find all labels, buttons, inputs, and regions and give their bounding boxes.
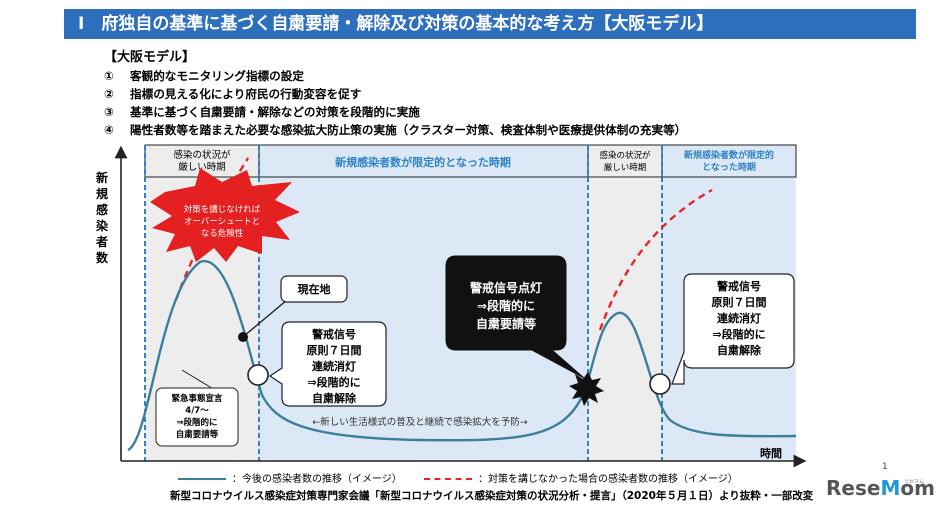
signal-on-burst [569, 372, 604, 406]
starburst-text: オーバーシュートと [184, 217, 260, 227]
y-axis-label-char: 者 [95, 234, 108, 249]
phase-label: 厳しい時期 [178, 161, 226, 173]
infection-curve [127, 260, 797, 452]
y-axis-label-char: 規 [96, 186, 108, 201]
phase-header-box [661, 144, 797, 178]
list-item: ③ 基準に基づく自粛要請・解除などの対策を段階的に実施 [104, 104, 420, 120]
signal-off-text: ⇒段階的に [307, 375, 360, 389]
page-title: Ⅰ 府独自の基準に基づく自粛要請・解除及び対策の基本的な考え方【大阪モデル】 [78, 14, 714, 34]
starburst-text: 対策を講じなければ [184, 204, 261, 215]
current-location-dot [238, 332, 248, 342]
phase-header-box [587, 144, 663, 178]
phase-label: 新規感染者数が限定的となった時期 [335, 155, 511, 169]
new-lifestyle-note: ←新しい生活様式の普及と継続で感染拡大を予防→ [312, 416, 527, 428]
phase-label: 新規感染者数が限定的 [684, 149, 774, 161]
y-axis-label-char: 新 [96, 170, 108, 185]
signal-off-text: 連続消灯 [717, 311, 761, 325]
y-axis-label-char: 数 [96, 250, 109, 265]
item-number: ① [104, 69, 114, 83]
list-item: ④ 陽性者数等を踏まえた必要な感染拡大防止策の実施（クラスター対策、検査体制や医療… [104, 122, 686, 138]
emergency-text: ⇒段階的に [176, 417, 217, 428]
emergency-text: 自粛要請等 [176, 429, 219, 440]
item-number: ③ [104, 105, 114, 119]
logo-text: om [900, 476, 935, 500]
list-item: ② 指標の見える化により府民の行動変容を促す [104, 86, 361, 102]
subheading: 【大阪モデル】 [104, 50, 196, 65]
signal-on-callout [445, 255, 585, 379]
logo-text: Rese [826, 476, 881, 500]
legend-red-swatch [424, 478, 472, 480]
logo-text: M [880, 476, 901, 500]
phase-area-severe-2 [588, 145, 662, 461]
emergency-text: 4/7～ [185, 406, 209, 416]
current-location-box [280, 275, 348, 303]
x-axis-label: 時間 [760, 446, 782, 460]
phase-header-box [258, 144, 589, 178]
starburst-text: なる危険性 [201, 228, 244, 239]
logo-subtext: リセマム [904, 479, 925, 485]
signal-off-marker [649, 373, 671, 395]
item-text: 指標の見える化により府民の行動変容を促す [130, 87, 362, 101]
signal-off-text: ⇒段階的に [712, 327, 765, 341]
signal-off-text: 自粛解除 [717, 343, 762, 357]
emergency-text: 緊急事態宣言 [171, 393, 223, 404]
signal-on-text: ⇒段階的に [477, 298, 535, 313]
signal-off-text: 警戒信号 [716, 279, 761, 293]
legend-teal-label: ：今後の感染者数の推移（イメージ） [232, 474, 402, 485]
current-location-pointer [243, 299, 288, 337]
legend-teal-swatch [178, 478, 226, 480]
title-banner: Ⅰ 府独自の基準に基づく自粛要請・解除及び対策の基本的な考え方【大阪モデル】 [64, 9, 916, 39]
page-number: 1 [882, 462, 888, 472]
item-number: ② [104, 87, 114, 101]
list-item: ① 客観的なモニタリング指標の設定 [104, 68, 304, 84]
signal-off-marker [247, 364, 269, 386]
no-countermeasure-curve-2 [598, 188, 713, 331]
item-text: 基準に基づく自粛要請・解除などの対策を段階的に実施 [130, 105, 420, 119]
current-location-label: 現在地 [298, 282, 331, 296]
y-axis-label-char: 染 [95, 218, 109, 233]
item-text: 客観的なモニタリング指標の設定 [130, 69, 304, 83]
signal-off-text: 自粛解除 [312, 391, 357, 405]
item-text: 陽性者数等を踏まえた必要な感染拡大防止策の実施（クラスター対策、検査体制や医療提… [130, 123, 687, 137]
phase-label: 厳しい時期 [604, 162, 647, 173]
phase-label: 感染の状況が [173, 149, 231, 161]
legend-item-teal: ：今後の感染者数の推移（イメージ） [178, 470, 402, 485]
legend-red-label: ：対策を講じなかった場合の感染者数の推移（イメージ） [478, 474, 738, 485]
signal-on-text: 警戒信号点灯 [469, 280, 542, 295]
legend-item-red: ：対策を講じなかった場合の感染者数の推移（イメージ） [424, 470, 738, 485]
emergency-declaration-box [155, 387, 239, 447]
signal-off-text: 連続消灯 [312, 359, 356, 373]
signal-off-text: 原則７日間 [712, 295, 767, 309]
signal-off-callout-2 [671, 273, 795, 385]
source-note: 新型コロナウイルス感染症対策専門家会議「新型コロナウイルス感染症対策の状況分析・… [170, 490, 814, 502]
signal-on-text: 自粛要請等 [476, 316, 536, 331]
item-number: ④ [104, 123, 114, 137]
signal-off-text: 警戒信号 [311, 327, 356, 341]
resemom-logo: ReseMom [826, 476, 935, 500]
overshoot-starburst [150, 168, 300, 262]
y-axis-label-char: 感 [96, 202, 108, 217]
signal-off-text: 原則７日間 [307, 343, 362, 357]
phase-label: 感染の状況が [599, 150, 651, 161]
signal-off-callout-1 [268, 321, 387, 407]
phase-label: となった時期 [702, 161, 756, 173]
emergency-pointer [181, 369, 216, 391]
